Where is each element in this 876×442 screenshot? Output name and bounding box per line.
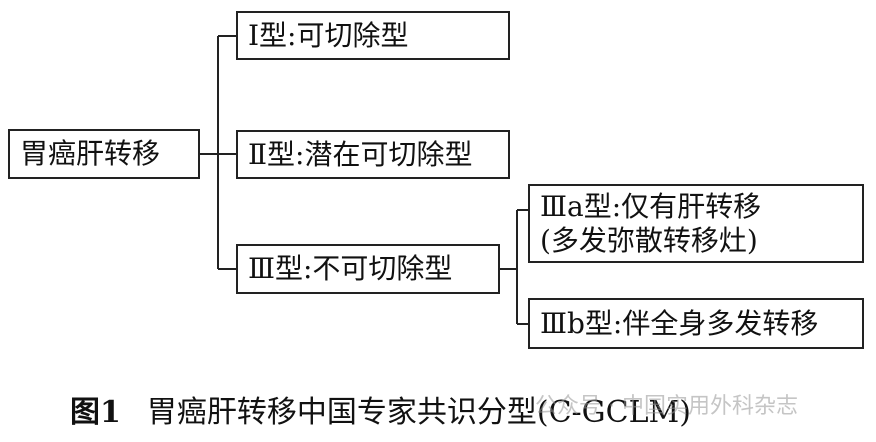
type-1-node: Ⅰ型:可切除型 — [236, 11, 510, 60]
figure-caption-text: 胃癌肝转移中国专家共识分型(C-GCLM) — [146, 395, 691, 430]
subtype-b-label: Ⅲb型:伴全身多发转移 — [540, 306, 819, 340]
type-2-node: Ⅱ型:潜在可切除型 — [236, 130, 510, 179]
type-3-label: Ⅲ型:不可切除型 — [248, 252, 453, 285]
figure-number: 图1 — [70, 395, 121, 430]
root-node: 胃癌肝转移 — [8, 129, 200, 179]
subtype-b-node: Ⅲb型:伴全身多发转移 — [528, 298, 864, 349]
figure-caption: 图1 胃癌肝转移中国专家共识分型(C-GCLM) — [70, 387, 860, 431]
subtype-a-label-line1: Ⅲa型:仅有肝转移 — [540, 189, 762, 223]
root-node-label: 胃癌肝转移 — [20, 137, 161, 170]
type-1-label: Ⅰ型:可切除型 — [248, 18, 409, 52]
type-3-node: Ⅲ型:不可切除型 — [236, 244, 500, 294]
subtype-a-label-line2: (多发弥散转移灶) — [540, 223, 758, 257]
type-2-label: Ⅱ型:潜在可切除型 — [248, 137, 473, 171]
subtype-a-node: Ⅲa型:仅有肝转移 (多发弥散转移灶) — [528, 184, 864, 263]
watermark: 公众号 · 中国实用外科杂志 — [535, 388, 798, 420]
watermark-text: 公众号 · 中国实用外科杂志 — [535, 394, 798, 419]
